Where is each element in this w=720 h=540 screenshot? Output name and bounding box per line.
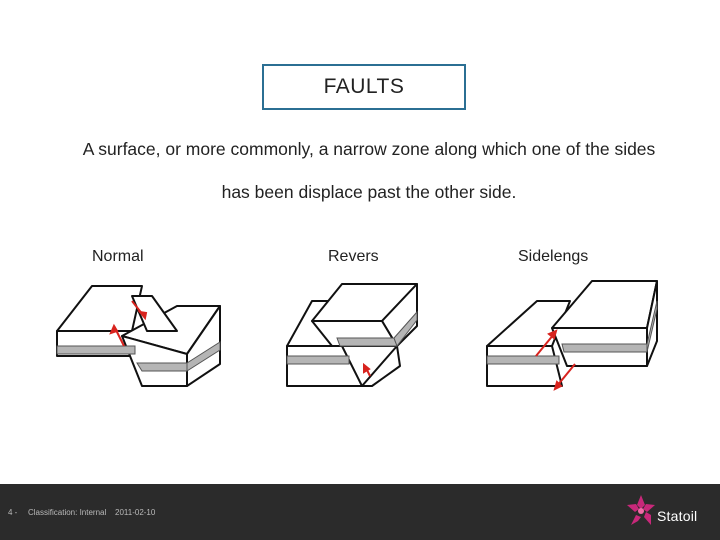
- front-block-front: [487, 346, 562, 386]
- title-box: FAULTS: [262, 64, 466, 110]
- lower-block-front: [287, 346, 362, 386]
- definition-line-1: A surface, or more commonly, a narrow zo…: [24, 128, 714, 171]
- front-rock-layer: [487, 356, 559, 364]
- fault-plane: [362, 346, 400, 386]
- upper-rock-layer: [337, 338, 397, 346]
- label-sidelengs: Sidelengs: [518, 248, 588, 266]
- left-block-top: [57, 286, 142, 331]
- logo-wordmark: Statoil: [657, 508, 697, 524]
- definition-text: A surface, or more commonly, a narrow zo…: [24, 128, 714, 214]
- label-normal: Normal: [92, 248, 144, 266]
- page-number: 4 -: [8, 508, 17, 517]
- lower-rock-layer: [287, 356, 349, 364]
- right-rock-layer: [137, 363, 187, 371]
- left-rock-layer: [57, 346, 135, 354]
- reverse-fault-diagram: [282, 276, 432, 396]
- definition-line-2: has been displace past the other side.: [24, 171, 714, 214]
- slide-title: FAULTS: [324, 75, 405, 99]
- back-rock-layer: [562, 344, 647, 352]
- label-revers: Revers: [328, 248, 379, 266]
- normal-fault-diagram: [52, 276, 232, 396]
- classification-label: Classification: Internal: [28, 508, 106, 517]
- footer-bar: [0, 484, 720, 540]
- statoil-star-logo-icon: [625, 493, 657, 529]
- footer-date: 2011-02-10: [115, 508, 155, 517]
- strike-slip-fault-diagram: [482, 276, 662, 396]
